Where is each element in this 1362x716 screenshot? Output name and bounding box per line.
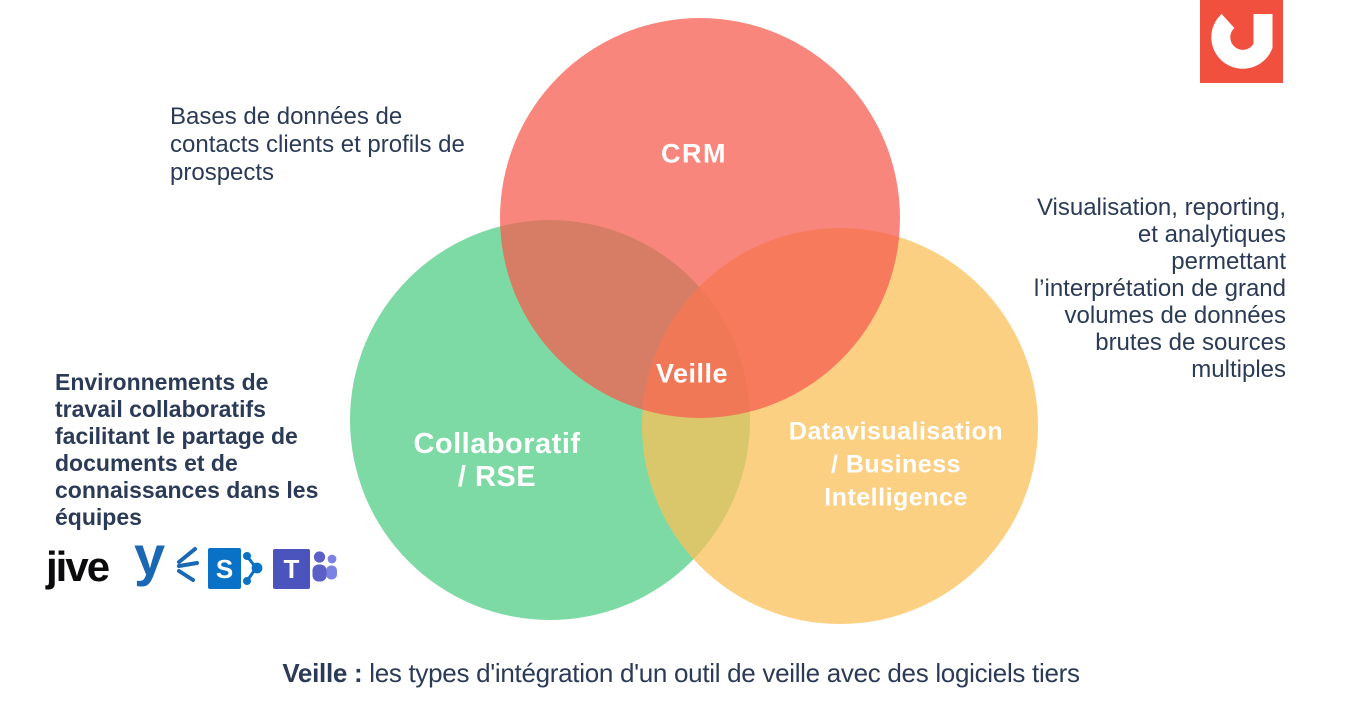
jive-logo: jive	[46, 543, 110, 590]
venn-label-crm: CRM	[661, 138, 727, 169]
teams-letter: T	[284, 554, 300, 584]
teams-logo: T	[273, 549, 337, 589]
venn-circle-crm	[500, 18, 900, 418]
digimind-d-icon	[1211, 13, 1273, 69]
note-collaboratif: Environnements de travail collaboratifs …	[55, 369, 319, 530]
note-crm: Bases de données de contacts clients et …	[170, 103, 465, 186]
yammer-rays-icon	[177, 547, 199, 582]
note-datavisualisation: Visualisation, reporting, et analytiques…	[1033, 194, 1286, 383]
caption-term: Veille :	[282, 658, 363, 688]
sharepoint-tile	[208, 548, 241, 589]
venn-label-datavisualisation: Datavisualisation / Business Intelligenc…	[788, 417, 1004, 512]
sharepoint-share-icon	[243, 552, 263, 585]
venn-label-collaboratif: Collaboratif / RSE	[413, 428, 581, 493]
digimind-logo	[1200, 0, 1283, 83]
venn-center-label: Veille	[655, 358, 729, 389]
teams-people-icon	[312, 551, 337, 582]
teams-tile	[273, 549, 310, 589]
caption-text: les types d'intégration d'un outil de ve…	[369, 658, 1080, 688]
caption: Veille : les types d'intégration d'un ou…	[0, 658, 1362, 689]
yammer-logo: y	[134, 524, 166, 587]
sharepoint-letter: S	[216, 554, 233, 584]
sharepoint-logo: S	[208, 548, 263, 589]
